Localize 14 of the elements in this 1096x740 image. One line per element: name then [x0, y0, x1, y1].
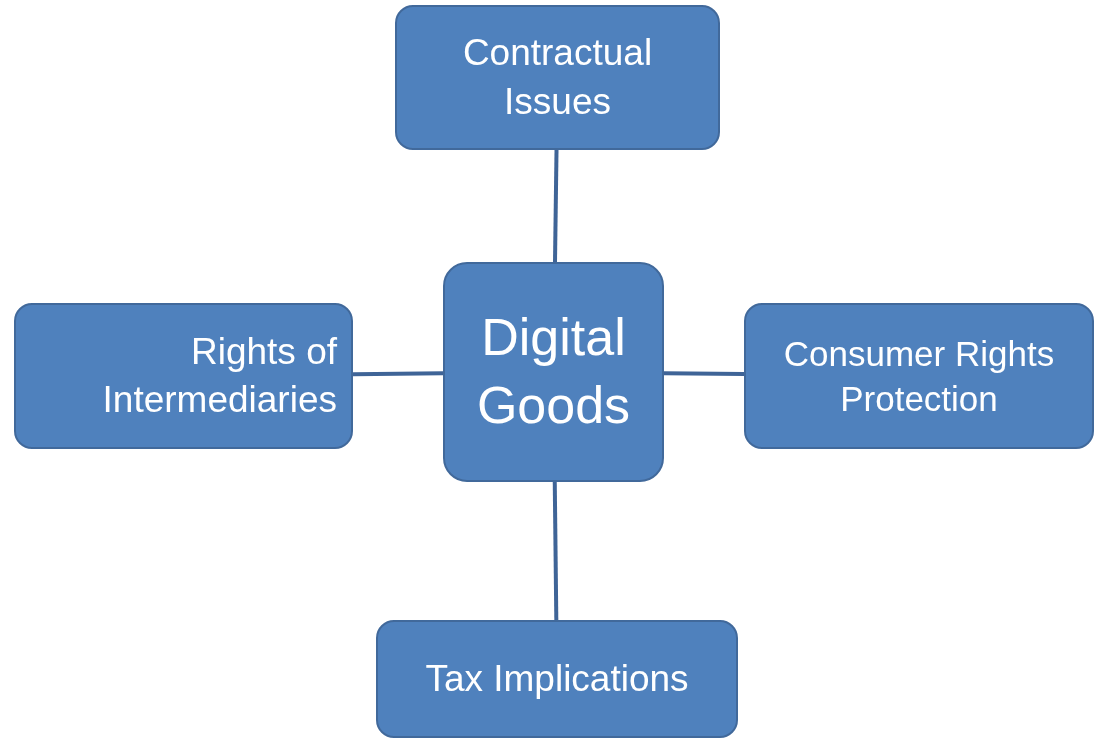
connector-line	[663, 371, 745, 377]
topic-box	[744, 303, 1094, 449]
topic-label: Tax Implications	[425, 656, 689, 701]
connector-line	[352, 371, 444, 377]
topic-label: Consumer Rights Protection	[782, 332, 1056, 420]
topic-box	[395, 5, 720, 150]
topic-label: Digital Goods	[475, 307, 632, 436]
topic-box	[443, 262, 664, 482]
topic-box	[376, 620, 738, 738]
topic-box	[14, 303, 353, 449]
connector-line	[552, 481, 559, 621]
connector-line	[553, 149, 559, 263]
topic-label: Contractual Issues	[461, 31, 654, 124]
topic-label: Rights of Intermediaries	[101, 329, 337, 422]
